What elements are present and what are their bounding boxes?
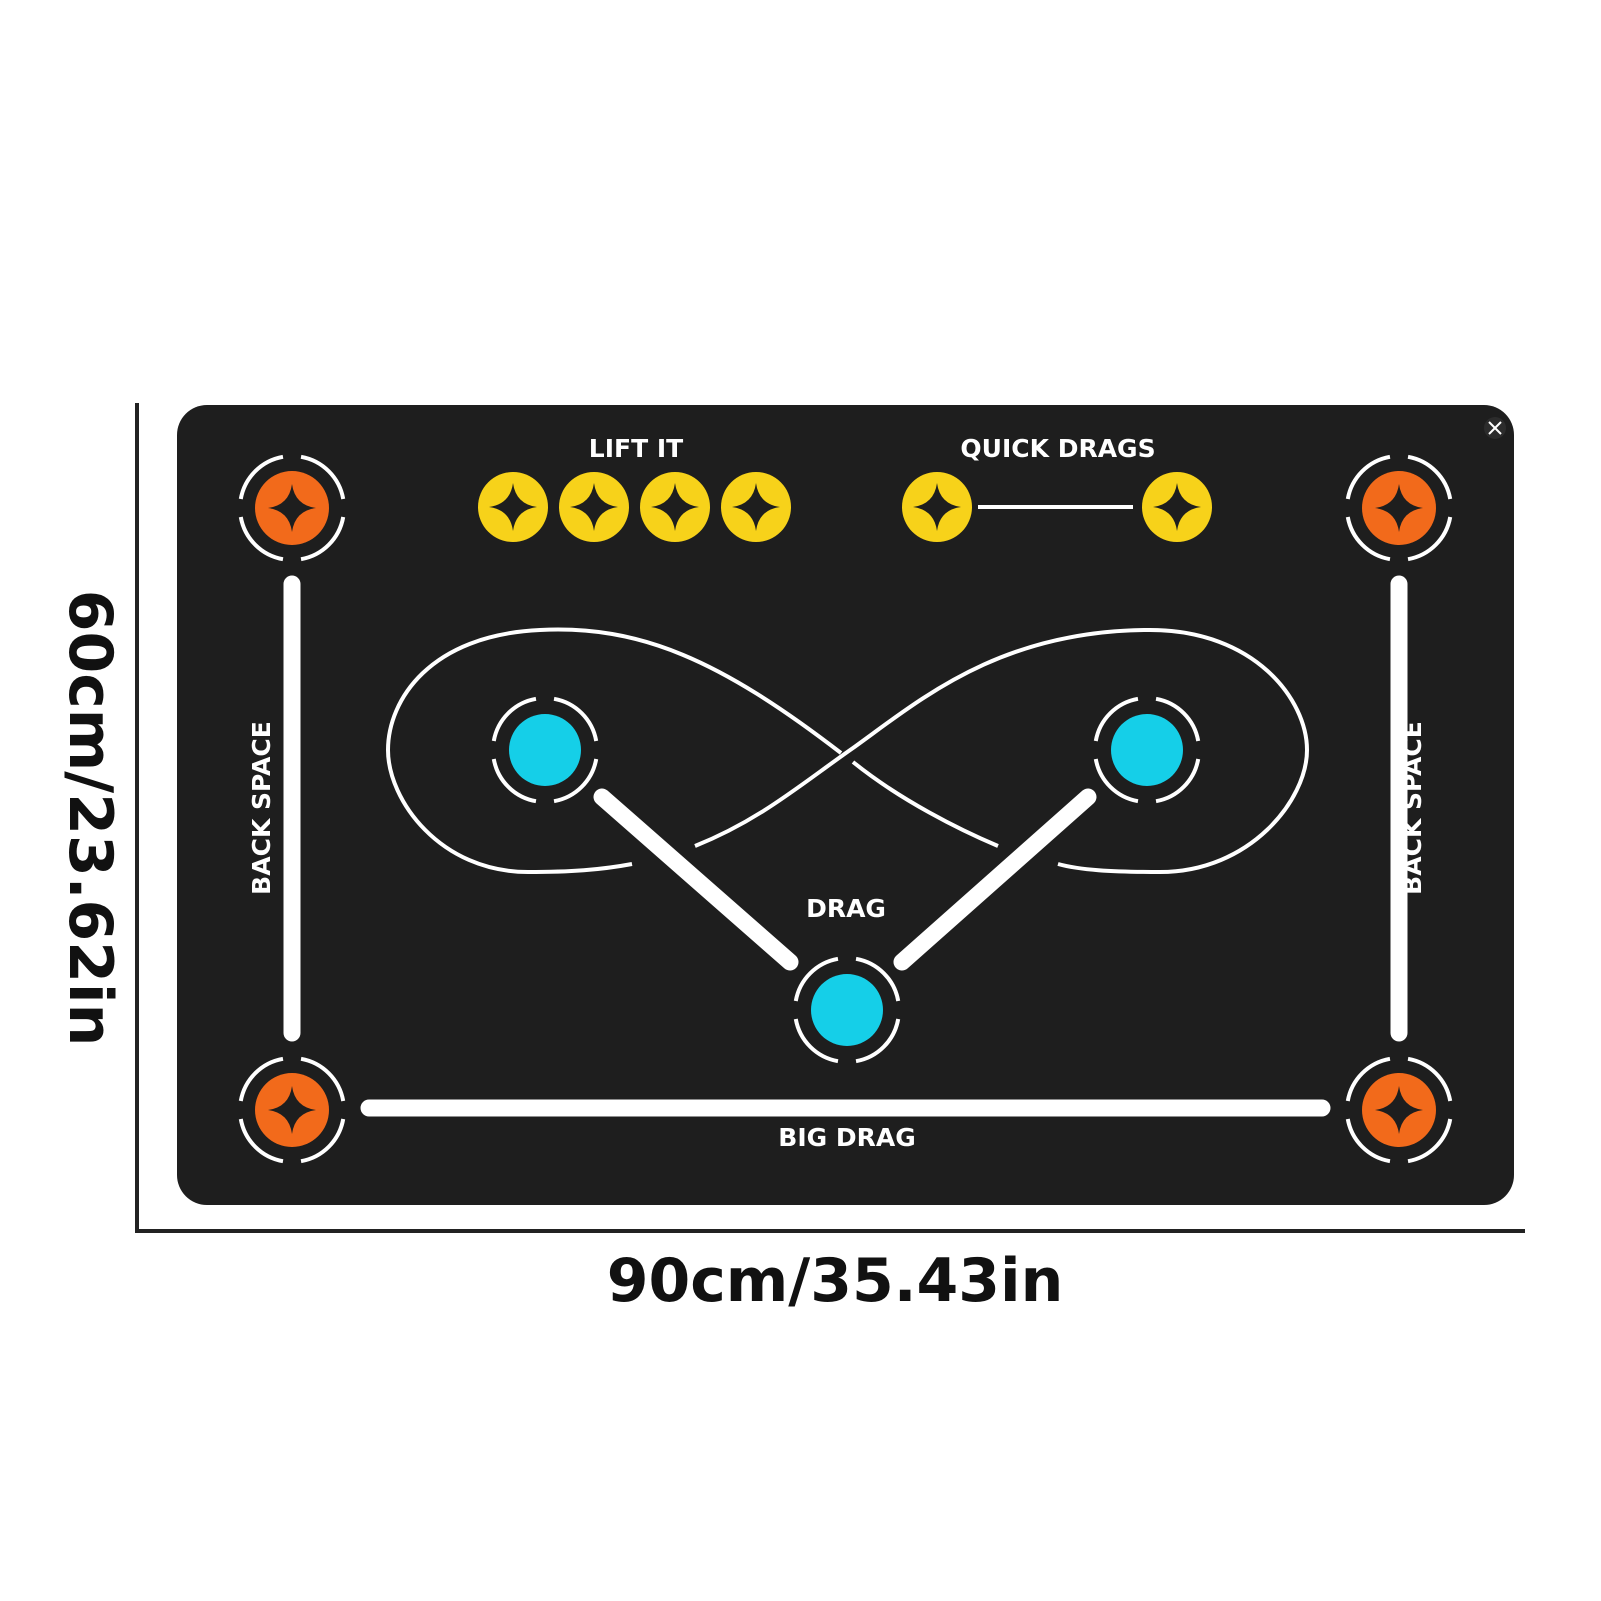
target-ring-segment (491, 696, 537, 742)
target-ring-segment (1407, 1118, 1453, 1164)
drag-bar-right (893, 788, 1097, 971)
infinity-path (385, 627, 1310, 875)
lift-target (478, 472, 548, 542)
target-ring-segment (491, 758, 537, 804)
drag-target-disc (811, 974, 883, 1046)
lift-target (559, 472, 629, 542)
lift-target (721, 472, 791, 542)
target-ring (238, 1056, 346, 1164)
target-ring-segment (238, 1118, 284, 1164)
drag-target-disc (1111, 714, 1183, 786)
target-ring-segment (1155, 696, 1201, 742)
plus-sparkle-icon (913, 483, 961, 531)
quick-drag-target (1142, 472, 1212, 542)
target-ring (1345, 454, 1453, 562)
target-ring-segment (1407, 1056, 1453, 1102)
lift-it-label: LIFT IT (589, 434, 683, 463)
corner-target (238, 1056, 346, 1164)
plus-sparkle-icon (1375, 484, 1423, 532)
target-ring-segment (238, 1056, 284, 1102)
drag-bar-left (593, 788, 799, 971)
height-dimension-label: 60cm/23.62in (55, 590, 125, 1047)
corner-target (1345, 1056, 1453, 1164)
plus-sparkle-icon (268, 484, 316, 532)
drag-target (793, 956, 901, 1064)
drag-target (1093, 696, 1201, 804)
plus-sparkle-icon (1153, 483, 1201, 531)
back-space-label-left: BACK SPACE (247, 721, 276, 895)
targets (238, 454, 1453, 1164)
plus-sparkle-icon (268, 1086, 316, 1134)
target-ring (491, 696, 599, 804)
target-ring (1345, 1056, 1453, 1164)
width-dimension-label: 90cm/35.43in (607, 1246, 1064, 1316)
target-ring-segment (1345, 516, 1391, 562)
back-space-label-right: BACK SPACE (1398, 721, 1427, 895)
target-ring-segment (300, 516, 346, 562)
drag-target-disc (509, 714, 581, 786)
target-ring-segment (1155, 758, 1201, 804)
training-mat: LIFT IT QUICK DRAGS DRAG BIG DRAG BACK S… (177, 405, 1514, 1205)
target-ring-segment (855, 1018, 901, 1064)
target-ring-segment (300, 1118, 346, 1164)
target-ring-segment (553, 758, 599, 804)
plus-sparkle-icon (651, 483, 699, 531)
mat-background (177, 405, 1514, 1205)
corner-target (1345, 454, 1453, 562)
plus-sparkle-icon (489, 483, 537, 531)
target-ring-segment (1407, 516, 1453, 562)
drag-label: DRAG (806, 894, 886, 923)
target-ring-segment (1093, 696, 1139, 742)
plus-sparkle-icon (732, 483, 780, 531)
quick-drag-target (902, 472, 972, 542)
target-ring-segment (238, 516, 284, 562)
target-ring-segment (553, 696, 599, 742)
plus-sparkle-icon (570, 483, 618, 531)
target-ring-segment (300, 1056, 346, 1102)
target-ring (238, 454, 346, 562)
target-ring-segment (1093, 758, 1139, 804)
target-ring-segment (1345, 1056, 1391, 1102)
target-ring-segment (793, 1018, 839, 1064)
target-ring-segment (1345, 454, 1391, 500)
target-ring-segment (1407, 454, 1453, 500)
lift-target (640, 472, 710, 542)
target-ring (1093, 696, 1201, 804)
quick-drags-label: QUICK DRAGS (960, 434, 1155, 463)
target-ring-segment (855, 956, 901, 1002)
target-ring-segment (238, 454, 284, 500)
drag-target (491, 696, 599, 804)
x-icon (1484, 417, 1506, 439)
target-ring-segment (300, 454, 346, 500)
target-ring-segment (1345, 1118, 1391, 1164)
target-ring-segment (793, 956, 839, 1002)
corner-target (238, 454, 346, 562)
target-ring (793, 956, 901, 1064)
plus-sparkle-icon (1375, 1086, 1423, 1134)
big-drag-label: BIG DRAG (778, 1123, 915, 1152)
